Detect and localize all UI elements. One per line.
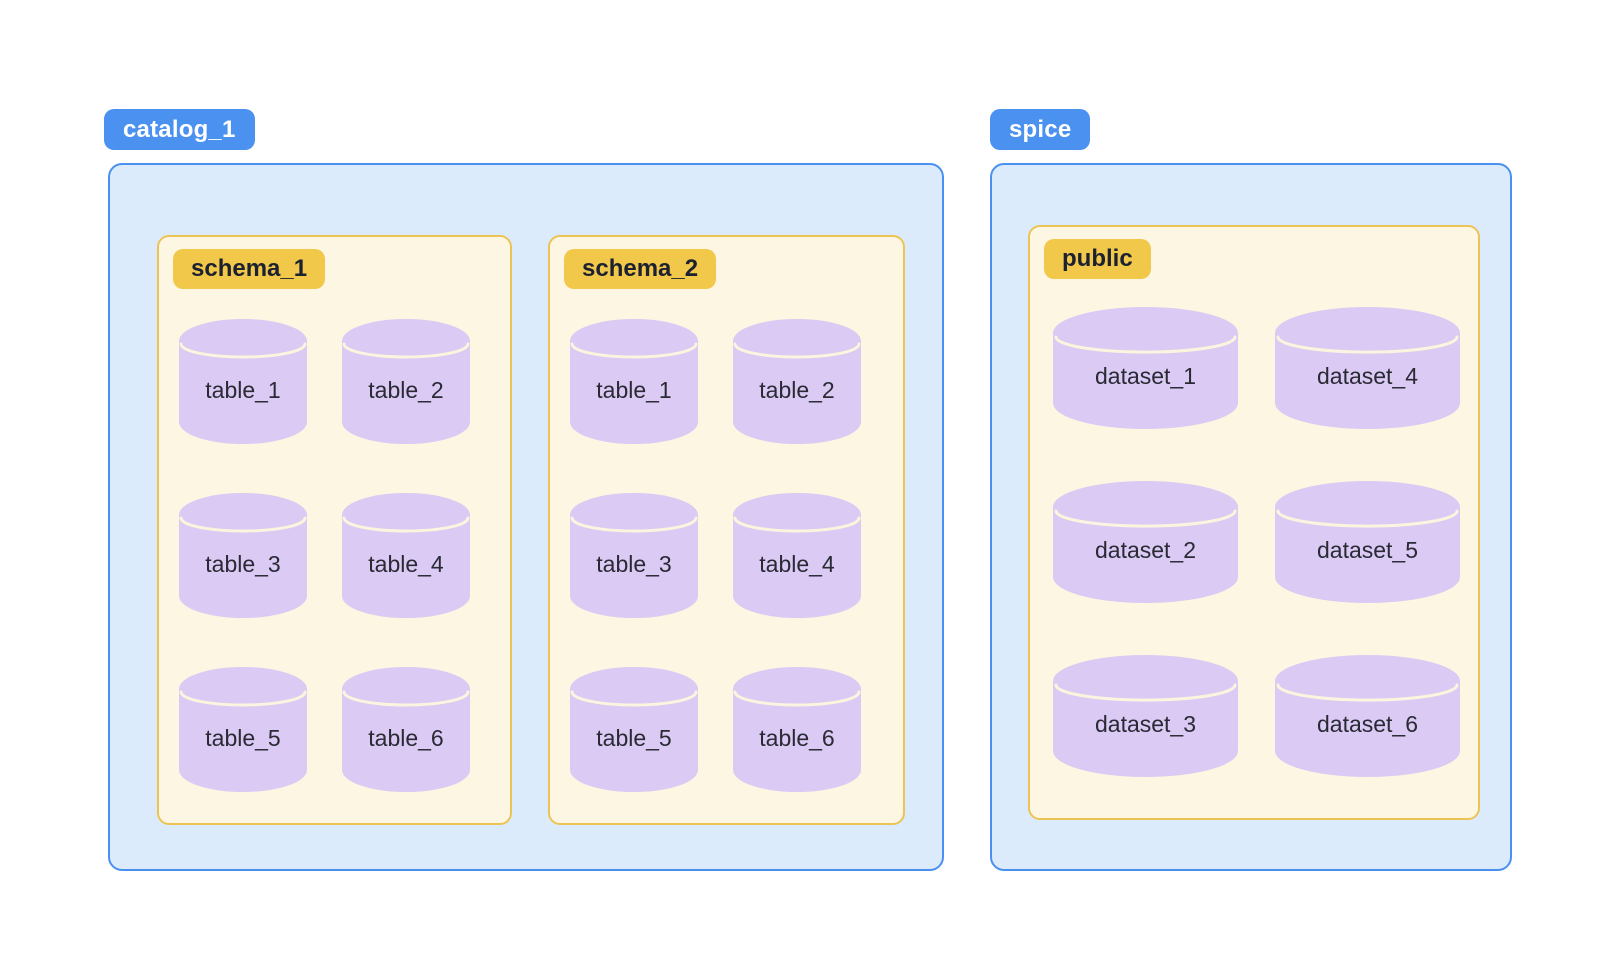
database-cylinder-icon [733,667,861,792]
public-dataset-grid: dataset_1 dataset_4 dataset_2 dataset_5 … [1030,307,1478,777]
table-name: table_6 [368,724,444,751]
public-schema-box: public dataset_1 dataset_4 dataset_2 dat… [1028,225,1480,820]
database-cylinder-icon [570,319,698,444]
dataset-name: dataset_2 [1094,537,1197,563]
dataset-name: dataset_5 [1316,537,1419,563]
schema-2-box: schema_2 table_1 table_2 table_3 table_4… [548,235,905,825]
database-cylinder-icon [342,493,470,618]
database-cylinder-icon [179,319,307,444]
database-cylinder-icon [179,667,307,792]
schema-1-box: schema_1 table_1 table_2 table_3 table_4… [157,235,512,825]
database-cylinder-icon [1275,655,1460,777]
database-cylinder-icon [1053,655,1238,777]
catalog-1-container: schema_1 table_1 table_2 table_3 table_4… [108,163,944,871]
database-cylinder-icon [1275,481,1460,603]
table-name: table_5 [596,724,672,751]
catalog-1-label: catalog_1 [104,109,255,150]
table-name: table_5 [205,724,281,751]
table-node: table_2 [342,319,470,444]
database-cylinder-icon [342,667,470,792]
spice-catalog-container: public dataset_1 dataset_4 dataset_2 dat… [990,163,1512,871]
table-node: table_5 [179,667,307,792]
database-cylinder-icon [733,319,861,444]
table-node: table_4 [733,493,861,618]
database-cylinder-icon [570,667,698,792]
table-name: table_4 [368,550,444,577]
database-cylinder-icon [733,493,861,618]
table-node: table_5 [570,667,698,792]
dataset-node: dataset_4 [1275,307,1460,429]
dataset-node: dataset_2 [1053,481,1238,603]
schema-1-table-grid: table_1 table_2 table_3 table_4 table_5 … [159,319,510,792]
table-name: table_3 [205,550,281,577]
database-cylinder-icon [1053,307,1238,429]
table-name: table_2 [368,376,444,403]
dataset-name: dataset_4 [1316,363,1419,389]
table-name: table_1 [205,376,281,403]
table-name: table_2 [759,376,835,403]
database-cylinder-icon [1275,307,1460,429]
table-node: table_3 [570,493,698,618]
table-node: table_4 [342,493,470,618]
table-node: table_6 [342,667,470,792]
schema-2-table-grid: table_1 table_2 table_3 table_4 table_5 … [550,319,903,792]
dataset-node: dataset_5 [1275,481,1460,603]
public-schema-label: public [1044,239,1151,279]
database-cylinder-icon [1053,481,1238,603]
database-cylinder-icon [570,493,698,618]
dataset-name: dataset_6 [1316,711,1419,737]
database-cylinder-icon [179,493,307,618]
table-name: table_6 [759,724,835,751]
table-node: table_1 [570,319,698,444]
schema-1-label: schema_1 [173,249,326,289]
table-name: table_4 [759,550,835,577]
table-node: table_6 [733,667,861,792]
dataset-node: dataset_6 [1275,655,1460,777]
table-name: table_1 [596,376,672,403]
table-node: table_3 [179,493,307,618]
table-node: table_1 [179,319,307,444]
dataset-node: dataset_3 [1053,655,1238,777]
database-cylinder-icon [342,319,470,444]
dataset-name: dataset_1 [1094,363,1197,389]
dataset-node: dataset_1 [1053,307,1238,429]
table-name: table_3 [596,550,672,577]
spice-catalog-label: spice [990,109,1091,150]
dataset-name: dataset_3 [1094,711,1197,737]
table-node: table_2 [733,319,861,444]
schema-2-label: schema_2 [564,249,717,289]
